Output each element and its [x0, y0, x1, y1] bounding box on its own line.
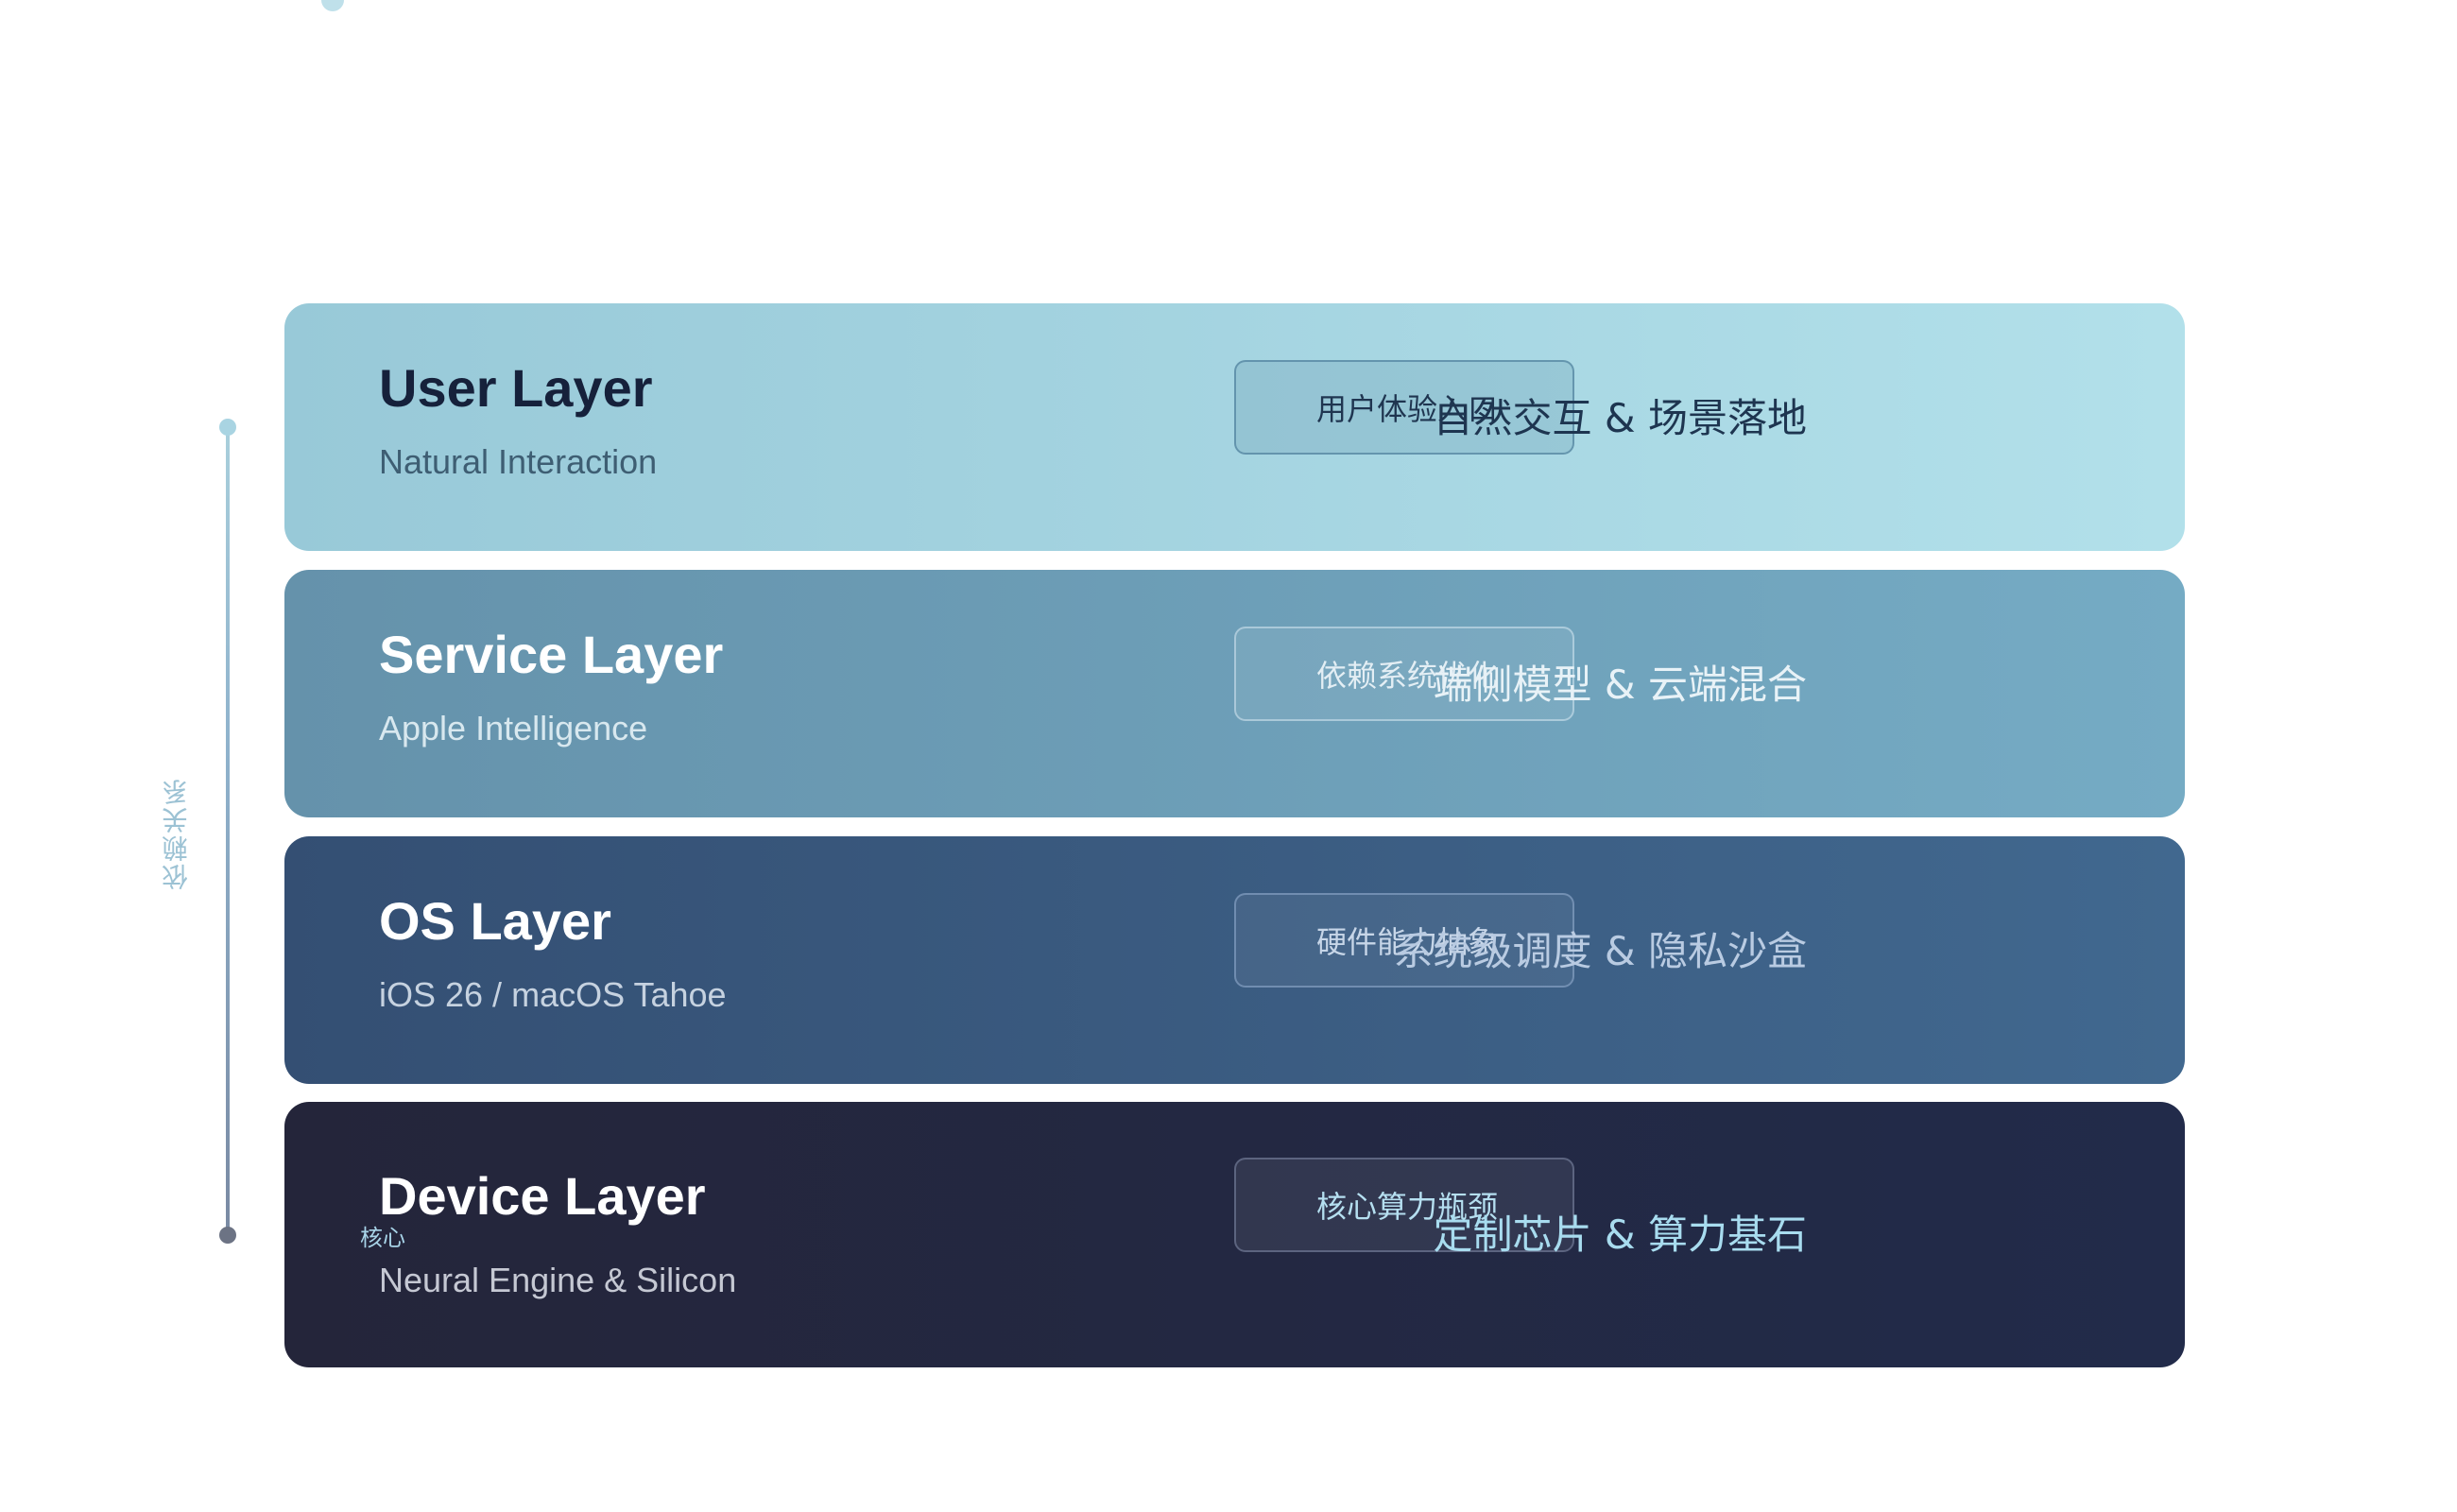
layer-description: 端侧模型 & 云端混合 — [1433, 662, 1807, 708]
dependency-axis-bottom-dot — [219, 1227, 236, 1244]
layer-card-service: Service Layer Apple Intelligence 依赖系统优化 … — [284, 570, 2185, 817]
dependency-axis-label: 依赖关系 — [161, 777, 192, 890]
layer-title: User Layer — [379, 358, 653, 418]
dependency-axis-top-dot — [219, 419, 236, 436]
decorative-dot — [321, 0, 344, 11]
layer-description: 定制芯片 & 算力基石 — [1433, 1211, 1807, 1258]
layer-subtitle: Natural Interaction — [379, 442, 658, 481]
layer-tag: 依赖系统优化 — [1234, 627, 1574, 721]
layer-card-user: User Layer Natural Interaction 用户体验入口 自然… — [284, 303, 2185, 551]
layer-tag: 硬件能力抽象 — [1234, 893, 1574, 988]
layer-card-os: OS Layer iOS 26 / macOS Tahoe 硬件能力抽象 系统级… — [284, 836, 2185, 1084]
layer-title: OS Layer — [379, 891, 611, 951]
layer-description: 系统级调度 & 隐私沙盒 — [1393, 928, 1807, 974]
layer-subtitle: Neural Engine & Silicon — [379, 1261, 737, 1299]
dependency-axis-line — [226, 427, 230, 1235]
layer-card-device: Device Layer Neural Engine & Silicon 核心算… — [284, 1102, 2185, 1367]
layer-tag: 用户体验入口 — [1234, 360, 1574, 455]
layer-title: Service Layer — [379, 625, 724, 684]
layer-title: Device Layer — [379, 1166, 706, 1226]
layer-tag: 核心算力瓶颈 — [1234, 1158, 1574, 1252]
layer-subtitle: Apple Intelligence — [379, 709, 648, 747]
layer-subtitle: iOS 26 / macOS Tahoe — [379, 975, 727, 1014]
core-label: 核心 — [360, 1225, 405, 1251]
layer-description: 自然交互 & 场景落地 — [1433, 395, 1807, 441]
